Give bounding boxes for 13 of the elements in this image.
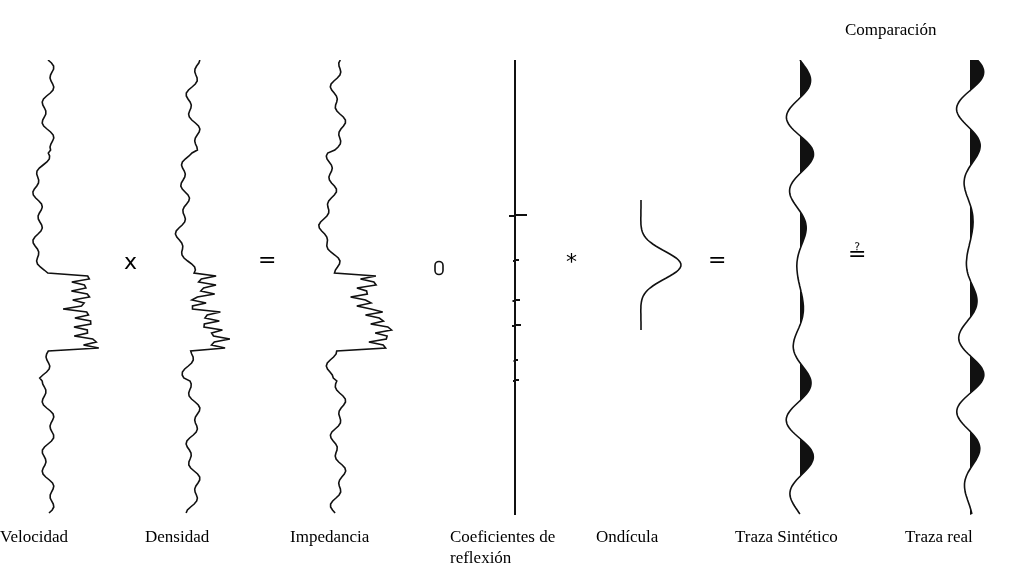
operator-symbol: ≟ (848, 244, 867, 264)
operator-symbol: = (708, 250, 727, 270)
trace-label: Impedancia (290, 526, 371, 547)
operator-symbol: = (258, 250, 277, 270)
trace-label: Traza Sintético (735, 526, 839, 547)
trace-label: Coeficientes de reflexión (450, 526, 557, 568)
section-heading: Comparación (845, 20, 937, 40)
operator-symbol: * (566, 252, 577, 272)
trace-label: Densidad (145, 526, 211, 547)
operator-symbol: x (124, 252, 138, 272)
trace-label: Velocidad (0, 526, 69, 547)
trace-label: Traza real (905, 526, 974, 547)
trace-label: Ondícula (596, 526, 660, 547)
